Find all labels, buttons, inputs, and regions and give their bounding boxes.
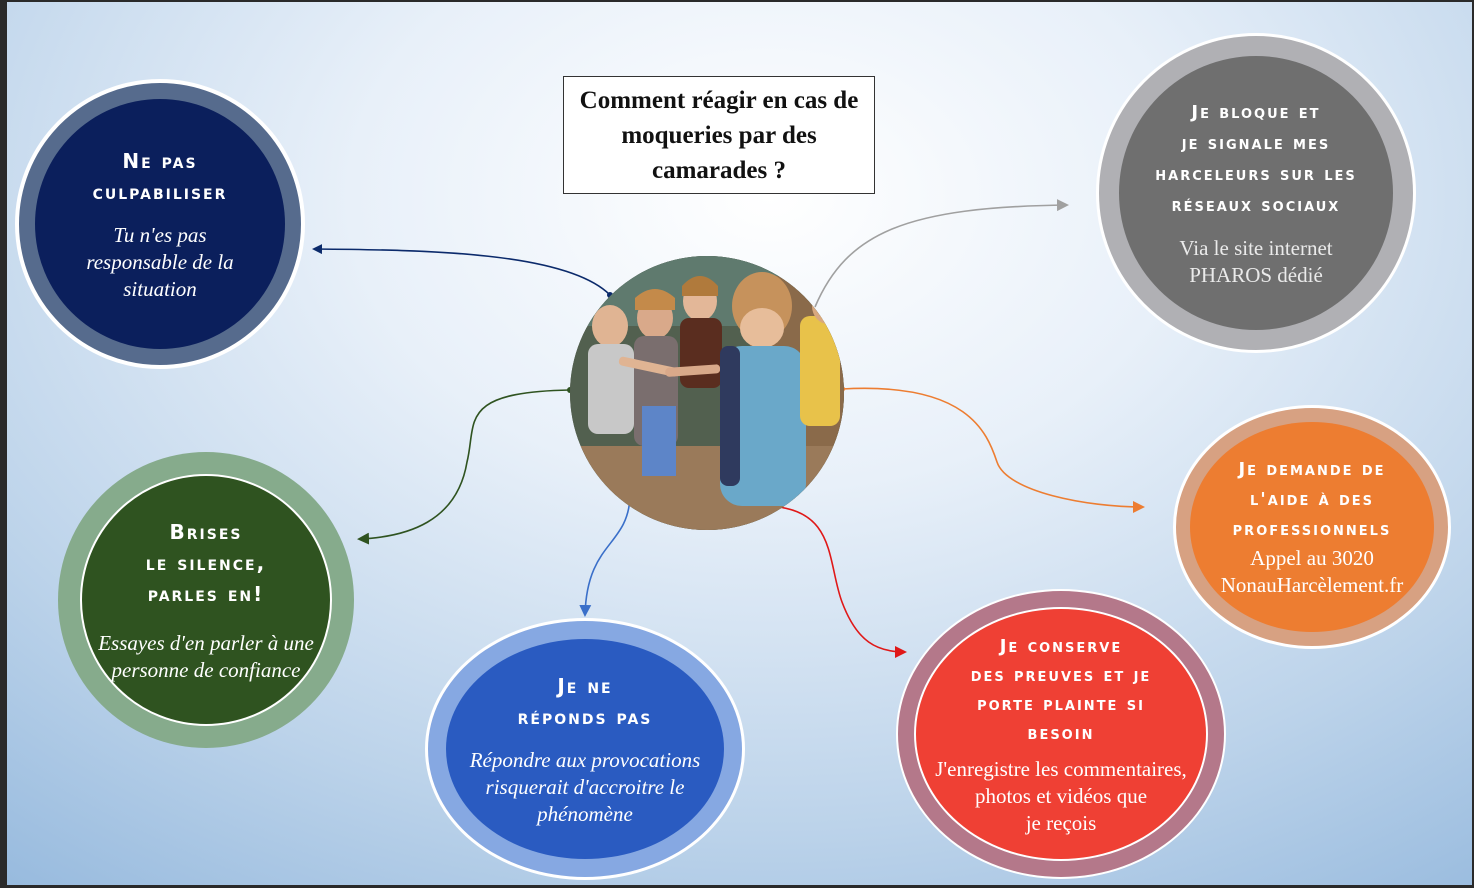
node-je-bloque-et-je-signale: Je bloque et je signale mes harceleurs s… [1096, 33, 1416, 353]
node-heading: Je demande de l'aide à des professionnel… [1232, 459, 1392, 540]
node-heading: Ne pas culpabiliser [92, 148, 228, 204]
arrow-bloque [814, 199, 1069, 308]
node-text: Appel au 3020 NonauHarcèlement.fr [1220, 546, 1404, 597]
arrow-culpabiliser [312, 244, 611, 296]
children-photo-illustration [570, 256, 844, 530]
node-heading: Je bloque et je signale mes harceleurs s… [1155, 102, 1357, 216]
arrow-silence [357, 389, 571, 545]
node-text: Essayes d'en parler à une personne de co… [98, 630, 314, 682]
node-text: Tu n'es pas responsable de la situation [86, 222, 234, 301]
node-heading: Je ne réponds pas [517, 673, 653, 729]
node-text: Répondre aux provocations risquerait d'a… [469, 747, 701, 826]
node-brises-le-silence: Brises le silence, parles en! Essayes d'… [58, 452, 354, 748]
center-photo-bullying-scene [570, 256, 844, 530]
node-heading: Brises le silence, parles en! [145, 519, 267, 606]
arrow-preuves [764, 505, 907, 658]
arrow-aide [841, 387, 1145, 513]
node-text: J'enregistre les commentaires, photos et… [935, 756, 1187, 835]
node-text: Via le site internet PHAROS dédié [1179, 236, 1333, 287]
node-je-ne-reponds-pas: Je ne réponds pas Répondre aux provocati… [425, 618, 745, 880]
node-je-demande-de-l-aide: Je demande de l'aide à des professionnel… [1173, 405, 1451, 649]
node-ne-pas-culpabiliser: Ne pas culpabiliser Tu n'es pas responsa… [15, 79, 305, 369]
diagram-title: Comment réagir en cas de moqueries par d… [563, 76, 875, 194]
node-je-conserve-des-preuves: Je conserve des preuves et je porte plai… [896, 589, 1226, 879]
arrow-reponds [579, 497, 631, 617]
node-heading: Je conserve des preuves et je porte plai… [970, 635, 1152, 744]
